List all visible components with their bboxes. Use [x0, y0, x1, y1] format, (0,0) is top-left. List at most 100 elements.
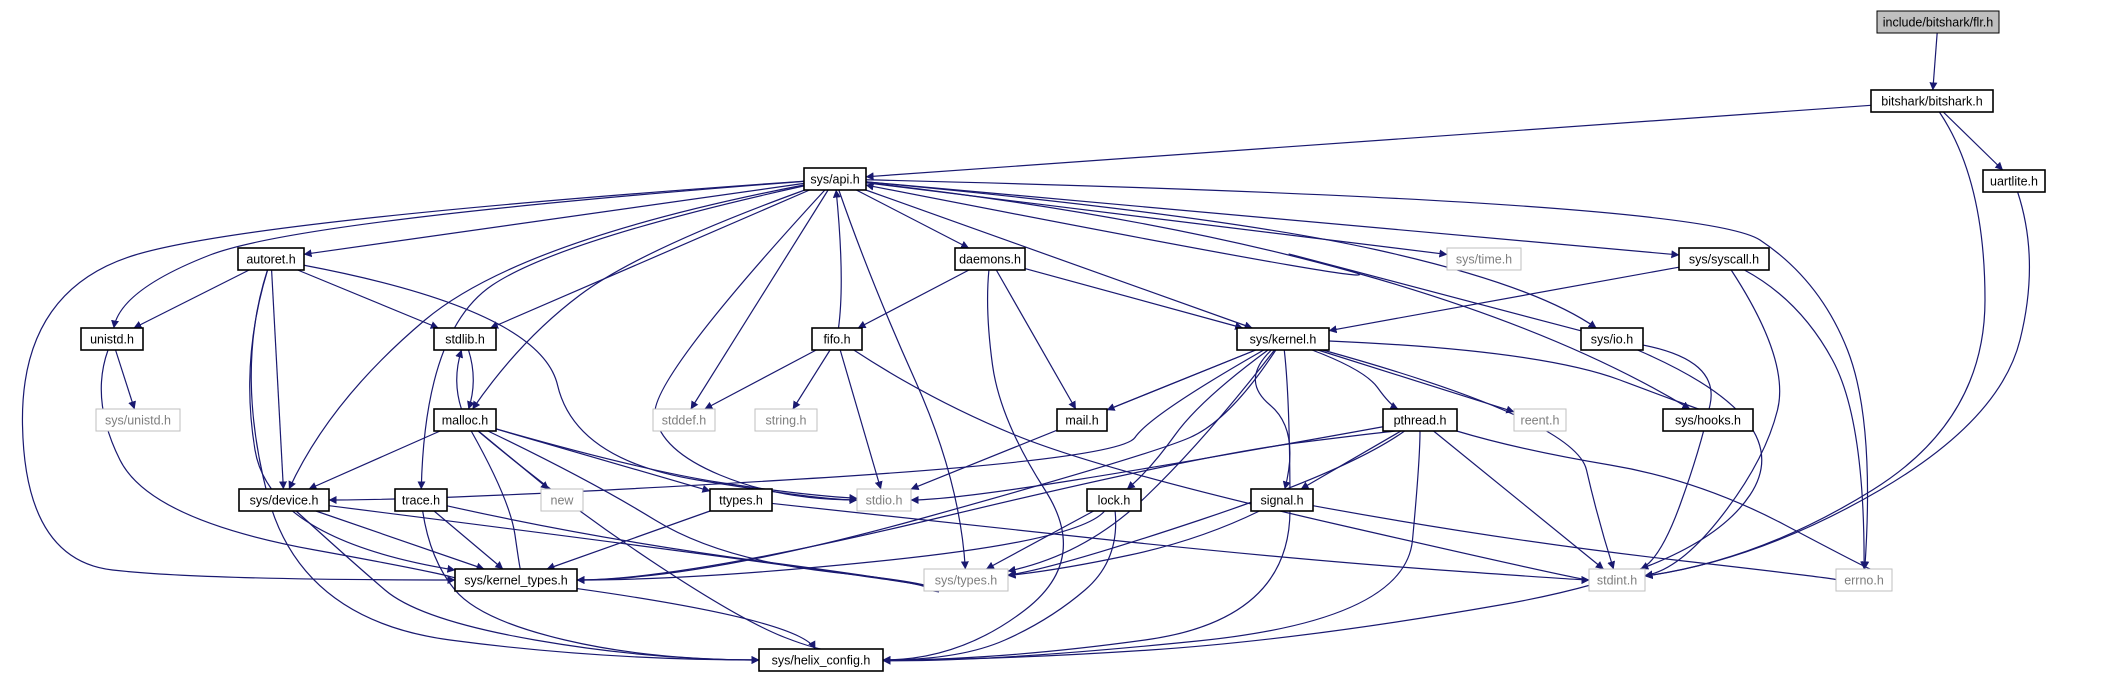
edge-api-to-device	[288, 184, 805, 490]
node-box	[1876, 10, 2000, 34]
node-label: pthread.h	[1394, 414, 1447, 428]
node-trace[interactable]: trace.h	[394, 488, 448, 512]
node-label: trace.h	[402, 494, 440, 508]
node-fifo[interactable]: fifo.h	[811, 327, 863, 351]
edge-pthread-to-stdint	[1433, 430, 1604, 570]
node-kernel[interactable]: sys/kernel.h	[1236, 327, 1330, 351]
node-label: string.h	[766, 414, 807, 428]
edge-api-to-io	[865, 181, 1597, 329]
edge-pthread-to-kernel_types	[576, 430, 1399, 584]
node-stdlib[interactable]: stdlib.h	[433, 327, 497, 351]
node-box	[95, 408, 181, 432]
node-box	[237, 247, 305, 271]
node-label: unistd.h	[90, 333, 134, 347]
edge-pthread-to-helix	[882, 430, 1421, 665]
node-bitshark[interactable]: bitshark/bitshark.h	[1870, 89, 1994, 113]
node-stdint: stdint.h	[1588, 568, 1646, 592]
edge-daemons-to-helix	[882, 269, 1064, 664]
node-box	[1588, 568, 1646, 592]
node-label: errno.h	[1844, 574, 1884, 588]
node-syscall[interactable]: sys/syscall.h	[1678, 247, 1770, 271]
edge-fifo-to-string	[792, 349, 831, 410]
node-box	[923, 568, 1009, 592]
node-unistd[interactable]: unistd.h	[80, 327, 144, 351]
node-new: new	[540, 488, 584, 512]
node-lock[interactable]: lock.h	[1086, 488, 1142, 512]
edge-flr-to-bitshark	[1929, 32, 1938, 91]
node-label: daemons.h	[959, 253, 1021, 267]
edge-io-to-api	[865, 182, 1582, 332]
node-box	[80, 327, 144, 351]
node-label: autoret.h	[246, 253, 295, 267]
edge-bitshark-to-uartlite	[1942, 111, 2004, 171]
node-label: sys/hooks.h	[1675, 414, 1741, 428]
node-stdio: stdio.h	[856, 488, 912, 512]
node-box	[758, 648, 884, 672]
edge-lock-to-helix	[882, 510, 1117, 664]
edge-kernel-to-stdint	[1322, 349, 1616, 570]
node-mail[interactable]: mail.h	[1056, 408, 1108, 432]
edge-bitshark-to-stdint	[1644, 111, 1986, 579]
node-kernel_types[interactable]: sys/kernel_types.h	[454, 568, 578, 592]
edge-autoret-to-stdio	[303, 264, 858, 504]
node-label: lock.h	[1098, 494, 1131, 508]
edge-ttypes-to-kernel_types	[546, 510, 711, 571]
edge-trace-to-kernel_types	[433, 510, 504, 570]
edge-unistd-to-kernel_types	[100, 349, 463, 584]
edge-api-to-kernel_types	[21, 180, 805, 584]
edge-kernel-to-helix	[882, 349, 1291, 664]
node-flr[interactable]: include/bitshark/flr.h	[1876, 10, 2000, 34]
node-hooks[interactable]: sys/hooks.h	[1662, 408, 1754, 432]
dependency-edges	[21, 32, 2031, 665]
node-box	[803, 167, 867, 191]
node-autoret[interactable]: autoret.h	[237, 247, 305, 271]
node-box	[540, 488, 584, 512]
node-helix[interactable]: sys/helix_config.h	[758, 648, 884, 672]
header-file-nodes: include/bitshark/flr.h bitshark/bitshark.…	[80, 10, 2046, 672]
node-label: stdlib.h	[445, 333, 485, 347]
node-label: sys/unistd.h	[105, 414, 171, 428]
node-label: sys/types.h	[935, 574, 998, 588]
node-stddef: stddef.h	[652, 408, 716, 432]
edge-kernel-to-lock	[1126, 349, 1269, 490]
node-label: stdint.h	[1597, 574, 1637, 588]
node-box	[652, 408, 716, 432]
node-label: bitshark/bitshark.h	[1881, 95, 1982, 109]
node-pthread[interactable]: pthread.h	[1382, 408, 1458, 432]
node-device[interactable]: sys/device.h	[238, 488, 330, 512]
edge-lock-to-types	[985, 510, 1094, 570]
node-box	[1870, 89, 1994, 113]
edge-kernel-to-hooks	[1328, 340, 1708, 418]
node-time: sys/time.h	[1446, 247, 1522, 271]
node-box	[394, 488, 448, 512]
edge-io-to-stdint	[1640, 344, 1712, 570]
edge-api-to-daemons	[856, 189, 970, 249]
edge-malloc-to-stdio	[495, 428, 858, 502]
edge-fifo-to-stddef	[704, 349, 817, 410]
node-box	[454, 568, 578, 592]
edge-signal-to-errno	[1312, 505, 1844, 584]
node-types: sys/types.h	[923, 568, 1009, 592]
edge-unistd-to-sysunistd	[114, 349, 136, 410]
node-string: string.h	[754, 408, 818, 432]
edge-kernel-to-types	[1007, 349, 1275, 574]
node-io[interactable]: sys/io.h	[1580, 327, 1644, 351]
node-label: sys/kernel_types.h	[464, 574, 568, 588]
node-daemons[interactable]: daemons.h	[954, 247, 1026, 271]
node-api[interactable]: sys/api.h	[803, 167, 867, 191]
edge-api-to-hooks	[865, 181, 1691, 410]
node-errno: errno.h	[1835, 568, 1893, 592]
edge-lock-to-kernel_types	[576, 510, 1106, 584]
node-label: include/bitshark/flr.h	[1883, 16, 1994, 30]
edge-api-to-malloc	[472, 189, 805, 410]
node-signal[interactable]: signal.h	[1250, 488, 1314, 512]
node-uartlite[interactable]: uartlite.h	[1982, 169, 2046, 193]
node-box	[1086, 488, 1142, 512]
edge-malloc-to-types	[487, 430, 940, 593]
node-ttypes[interactable]: ttypes.h	[709, 488, 773, 512]
node-malloc[interactable]: malloc.h	[433, 408, 497, 432]
node-label: malloc.h	[442, 414, 489, 428]
node-label: sys/syscall.h	[1689, 253, 1759, 267]
node-label: sys/kernel.h	[1250, 333, 1317, 347]
